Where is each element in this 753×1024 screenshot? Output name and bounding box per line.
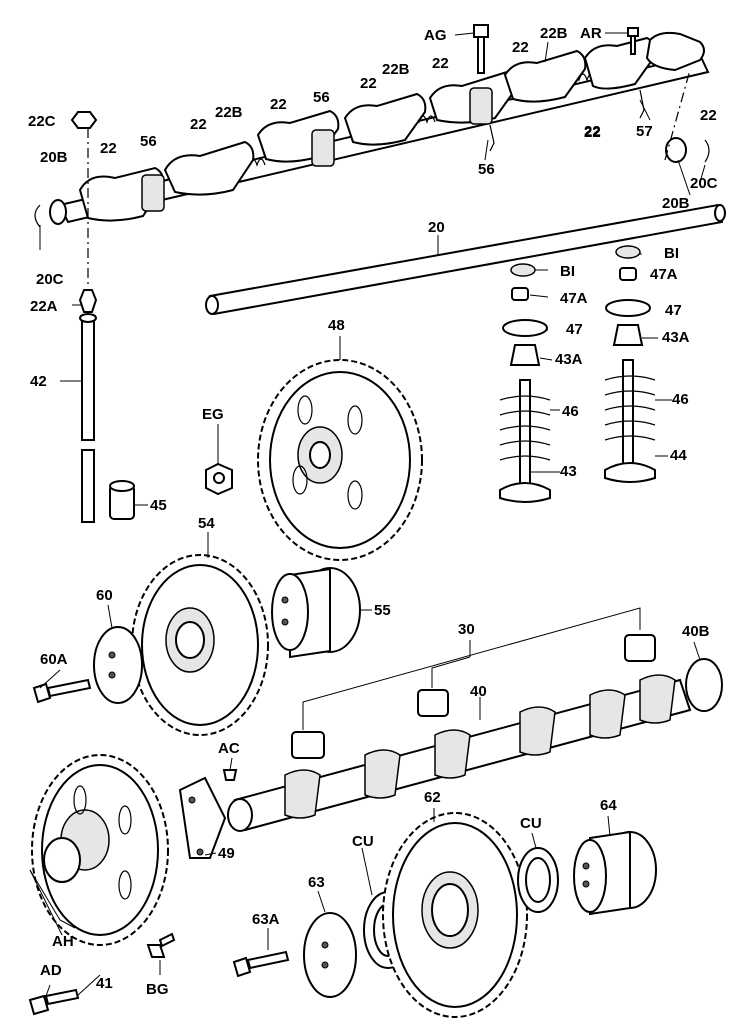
label-BI-a: BI bbox=[560, 263, 575, 280]
label-AR: AR bbox=[580, 25, 602, 42]
label-22A: 22A bbox=[30, 298, 58, 315]
bolt-60A bbox=[32, 678, 92, 704]
push-rod-42 bbox=[78, 289, 98, 523]
plate-49 bbox=[178, 776, 227, 859]
label-48: 48 bbox=[328, 317, 345, 334]
label-54: 54 bbox=[198, 515, 215, 532]
plug-40B bbox=[685, 658, 723, 712]
gear-54 bbox=[131, 554, 269, 736]
label-20C-left: 20C bbox=[36, 271, 64, 288]
label-BI-b: BI bbox=[664, 245, 679, 262]
hub-64 bbox=[573, 830, 657, 916]
label-22B-mid: 22B bbox=[382, 61, 410, 78]
label-57: 57 bbox=[636, 123, 653, 140]
gear-48 bbox=[257, 359, 423, 561]
label-22-d: 22 bbox=[270, 96, 287, 113]
label-22B-top: 22B bbox=[540, 25, 568, 42]
tappet-45 bbox=[109, 480, 135, 520]
label-42: 42 bbox=[30, 373, 47, 390]
gear-62 bbox=[382, 812, 528, 1018]
seal-CU-right bbox=[517, 847, 559, 913]
label-43A-b: 43A bbox=[662, 329, 690, 346]
label-22-b: 22 bbox=[432, 55, 449, 72]
washer-60 bbox=[93, 626, 143, 704]
valve-assembly-left bbox=[499, 263, 551, 503]
label-22-c: 22 bbox=[360, 75, 377, 92]
rocker-shaft-20 bbox=[205, 203, 726, 316]
label-CU-right: CU bbox=[520, 815, 542, 832]
label-60A: 60A bbox=[40, 651, 68, 668]
label-22-a: 22 bbox=[512, 39, 529, 56]
label-AD: AD bbox=[40, 962, 62, 979]
label-BG: BG bbox=[146, 981, 169, 998]
label-22-g: 22 bbox=[584, 124, 601, 141]
label-60: 60 bbox=[96, 587, 113, 604]
label-AC: AC bbox=[218, 740, 240, 757]
label-47A-b: 47A bbox=[650, 266, 678, 283]
label-20C-right: 20C bbox=[690, 175, 718, 192]
label-63: 63 bbox=[308, 874, 325, 891]
label-43A-a: 43A bbox=[555, 351, 583, 368]
label-56-b: 56 bbox=[140, 133, 157, 150]
label-41: 41 bbox=[96, 975, 113, 992]
label-CU-left: CU bbox=[352, 833, 374, 850]
label-46-a: 46 bbox=[562, 403, 579, 420]
plug-AC bbox=[222, 769, 238, 781]
label-62: 62 bbox=[424, 789, 441, 806]
label-22B-left: 22B bbox=[215, 104, 243, 121]
nut-EG bbox=[205, 462, 233, 496]
label-EG: EG bbox=[202, 406, 224, 423]
label-43: 43 bbox=[560, 463, 577, 480]
label-30: 30 bbox=[458, 621, 475, 638]
label-22-f: 22 bbox=[100, 140, 117, 157]
bolt-AD bbox=[28, 988, 80, 1016]
hub-55 bbox=[271, 567, 361, 659]
bearings-30 bbox=[291, 607, 656, 759]
label-20B-right: 20B bbox=[662, 195, 690, 212]
label-20: 20 bbox=[428, 219, 445, 236]
leader-lines bbox=[29, 32, 706, 997]
bolt-63A bbox=[232, 950, 290, 978]
label-46-b: 46 bbox=[672, 391, 689, 408]
label-45: 45 bbox=[150, 497, 167, 514]
label-47A-a: 47A bbox=[560, 290, 588, 307]
label-44: 44 bbox=[670, 447, 687, 464]
label-56-a: 56 bbox=[313, 89, 330, 106]
label-AG: AG bbox=[424, 27, 447, 44]
label-20B-left: 20B bbox=[40, 149, 68, 166]
label-AH: AH bbox=[52, 933, 74, 950]
label-56-c: 56 bbox=[478, 161, 495, 178]
label-22-h: 22 bbox=[584, 123, 601, 140]
label-40B: 40B bbox=[682, 623, 710, 640]
washer-63 bbox=[303, 912, 357, 998]
label-55: 55 bbox=[374, 602, 391, 619]
bolt-BG bbox=[146, 932, 176, 958]
label-22C-left: 22C bbox=[28, 113, 56, 130]
label-22-right: 22 bbox=[700, 107, 717, 124]
label-49: 49 bbox=[218, 845, 235, 862]
label-22-e: 22 bbox=[190, 116, 207, 133]
rocker-arm-assembly bbox=[34, 24, 710, 285]
label-64: 64 bbox=[600, 797, 617, 814]
gear-41 bbox=[31, 754, 169, 946]
valve-assembly-right bbox=[604, 245, 656, 483]
label-47-a: 47 bbox=[566, 321, 583, 338]
camshaft-40 bbox=[227, 674, 692, 832]
label-40: 40 bbox=[470, 683, 487, 700]
label-47-b: 47 bbox=[665, 302, 682, 319]
label-63A: 63A bbox=[252, 911, 280, 928]
